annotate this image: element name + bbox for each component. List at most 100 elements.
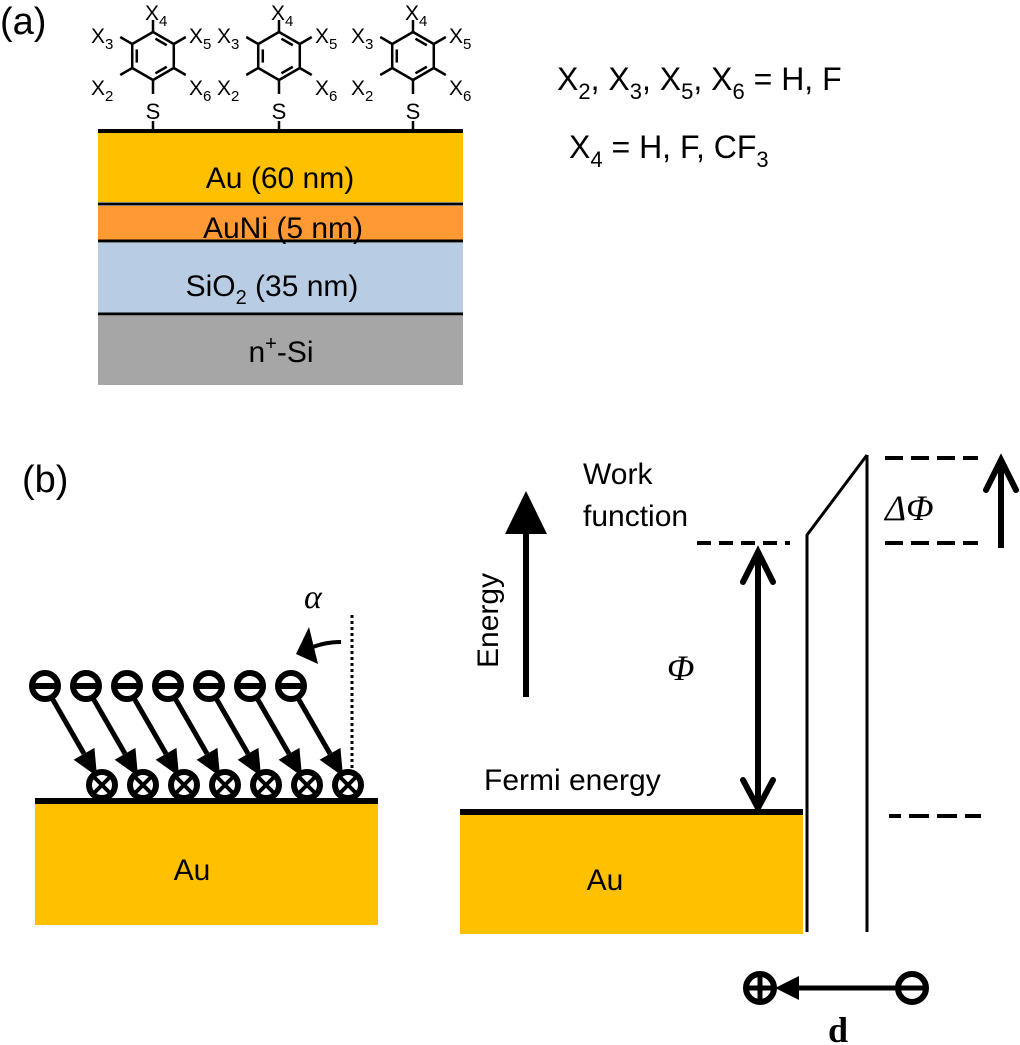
substituent-label-x2: X2 bbox=[351, 77, 373, 105]
right-au-label: Au bbox=[587, 864, 624, 897]
substituent-label-x5: X5 bbox=[449, 25, 471, 53]
dipole-arrowhead bbox=[73, 747, 98, 777]
substituent-legend-line-2: X4 = H, F, CF3 bbox=[569, 129, 769, 172]
substituent-symbol: X bbox=[315, 25, 329, 48]
legend-subscript: 5 bbox=[681, 79, 693, 104]
benzene-ring bbox=[130, 30, 176, 82]
legend-text: X bbox=[569, 129, 590, 165]
substituent-index: 2 bbox=[231, 88, 239, 105]
substituent-symbol: X bbox=[145, 2, 159, 25]
tilt-angle-arrowhead bbox=[296, 627, 318, 664]
substituent-symbol: X bbox=[189, 77, 203, 100]
positive-charge-mark bbox=[255, 774, 277, 796]
legend-subscript: 4 bbox=[590, 147, 602, 172]
delta-phi-arrowhead bbox=[983, 453, 1019, 493]
substituent-index: 3 bbox=[231, 36, 239, 53]
double-bond bbox=[414, 37, 428, 47]
molecular-dipole bbox=[234, 670, 323, 801]
dipole-arrowhead bbox=[319, 747, 344, 777]
substituent-symbol: X bbox=[351, 77, 365, 100]
substituent-label-x4: X4 bbox=[405, 2, 427, 30]
substituent-symbol: X bbox=[271, 2, 285, 25]
substituent-index: 5 bbox=[463, 36, 471, 53]
auni-layer bbox=[98, 206, 463, 240]
dipole-arrow-shaft bbox=[90, 696, 128, 756]
substituent-index: 6 bbox=[463, 88, 471, 105]
substituent-bond bbox=[245, 35, 259, 46]
phi-arrowhead-bottom bbox=[740, 777, 776, 815]
substituent-symbol: X bbox=[91, 25, 105, 48]
substituent-bond bbox=[299, 35, 313, 46]
substituent-index: 4 bbox=[285, 13, 293, 30]
substituent-index: 3 bbox=[105, 36, 113, 53]
molecular-dipole bbox=[193, 670, 282, 801]
dipole-distance-label: d bbox=[828, 1010, 848, 1045]
substituent-index: 4 bbox=[159, 13, 167, 30]
substituent-label-x6: X6 bbox=[449, 77, 471, 105]
legend-subscript: 2 bbox=[578, 79, 590, 104]
substituent-label-x5: X5 bbox=[189, 25, 211, 53]
substituent-label-x6: X6 bbox=[315, 77, 337, 105]
legend-text: , X bbox=[591, 61, 630, 97]
substituent-index: 6 bbox=[203, 88, 211, 105]
n-si-layer bbox=[98, 316, 463, 385]
dipole-arrowhead bbox=[775, 976, 799, 1000]
au-layer bbox=[98, 133, 463, 202]
substituent-label-x3: X3 bbox=[351, 25, 373, 53]
dipole-arrowhead bbox=[237, 747, 262, 777]
au-layer-label: Au (60 nm) bbox=[206, 162, 354, 195]
sulfur-atom-label: S bbox=[406, 99, 421, 124]
substituent-index: 2 bbox=[365, 88, 373, 105]
n-si-layer-label: n+-Si bbox=[248, 333, 313, 369]
sio2-layer-label: SiO2 (35 nm) bbox=[186, 270, 359, 309]
substituent-bond bbox=[299, 66, 313, 77]
legend-subscript: 3 bbox=[630, 79, 642, 104]
substituent-index: 3 bbox=[365, 36, 373, 53]
sio2-rest: (35 nm) bbox=[247, 270, 359, 303]
substituent-symbol: X bbox=[449, 77, 463, 100]
substituent-bond bbox=[119, 66, 133, 77]
legend-text: , X bbox=[693, 61, 732, 97]
substituent-symbol: X bbox=[217, 25, 231, 48]
legend-subscript: 3 bbox=[756, 147, 768, 172]
substituent-bond bbox=[379, 66, 393, 77]
substituent-index: 5 bbox=[203, 36, 211, 53]
double-bond bbox=[280, 65, 294, 75]
nsi-sup: + bbox=[265, 333, 277, 355]
sulfur-atom-label: S bbox=[272, 99, 287, 124]
sio2-sub: 2 bbox=[236, 287, 247, 309]
left-au-label: Au bbox=[174, 854, 211, 887]
substituent-symbol: X bbox=[315, 77, 329, 100]
substituent-legend-line-1: X2, X3, X5, X6 = H, F bbox=[557, 61, 842, 104]
substituent-bond bbox=[173, 66, 187, 77]
sulfur-atom-label: S bbox=[146, 99, 161, 124]
positive-charge-mark bbox=[337, 774, 359, 796]
molecular-dipole bbox=[70, 670, 159, 801]
phi-arrowhead-top bbox=[740, 545, 776, 585]
double-bond bbox=[154, 65, 168, 75]
substituent-symbol: X bbox=[405, 2, 419, 25]
dipole-arrowhead bbox=[196, 747, 221, 777]
panel-b-label: (b) bbox=[22, 459, 68, 501]
dipole-arrow-shaft bbox=[172, 696, 210, 756]
nsi-main: n bbox=[248, 336, 265, 369]
substituent-index: 2 bbox=[105, 88, 113, 105]
positive-charge-mark bbox=[91, 774, 113, 796]
auni-layer-label: AuNi (5 nm) bbox=[203, 212, 363, 245]
substituent-index: 4 bbox=[419, 13, 427, 30]
dipole-array bbox=[29, 670, 364, 801]
substituent-index: 5 bbox=[329, 36, 337, 53]
substituent-symbol: X bbox=[449, 25, 463, 48]
potential-step-left-boundary bbox=[805, 454, 869, 932]
phi-label: Φ bbox=[667, 648, 694, 688]
substituent-bond bbox=[173, 35, 187, 46]
substituent-label-x2: X2 bbox=[91, 77, 113, 105]
work-function-label-line-2: function bbox=[583, 500, 688, 533]
left-au-substrate bbox=[35, 804, 378, 925]
benzene-ring bbox=[256, 30, 302, 82]
